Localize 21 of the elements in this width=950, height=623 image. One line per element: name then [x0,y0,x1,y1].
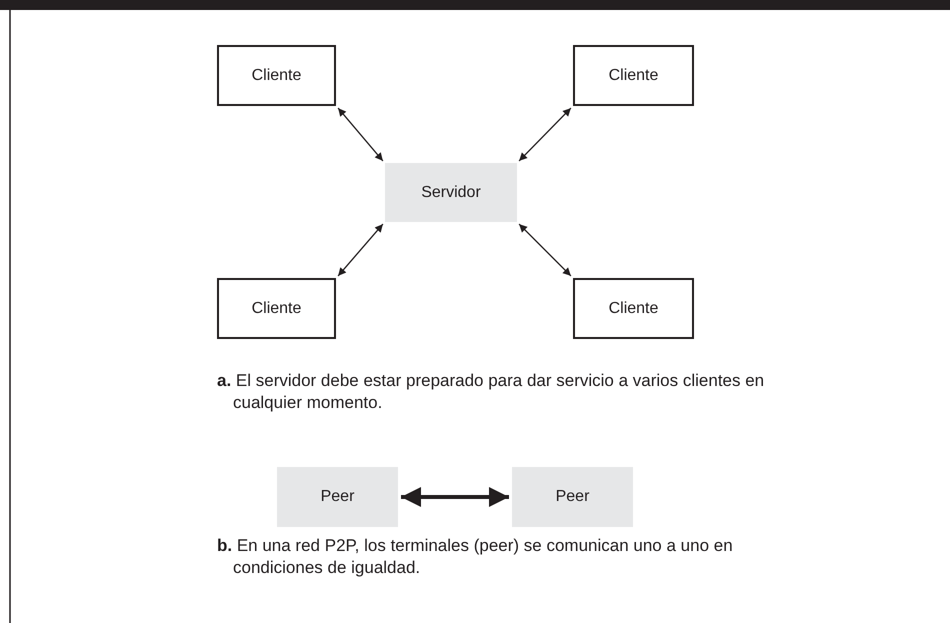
caption: a. El servidor debe estar preparado para dar servicio a varios clientes en cualquier momento. [217,370,766,414]
process-box [217,278,336,339]
double-arrow [401,487,509,507]
node-label: Cliente [608,300,658,318]
shaded-box [385,163,517,222]
process-box [217,45,336,106]
double-arrow [518,224,572,276]
caption: b. En una red P2P, los terminales (peer) se comunican uno a uno en condiciones de igualdad. [217,535,734,579]
shaded-box [277,467,398,527]
process-box [573,45,694,106]
double-arrow [518,108,572,162]
process-box [573,278,694,339]
double-arrow [338,224,384,276]
node-label: Cliente [608,66,658,84]
node-label: Peer [556,488,590,506]
node-label: Peer [320,488,354,506]
double-arrow [338,108,384,162]
node-label: Servidor [421,184,481,202]
shaded-box [512,467,633,527]
node-label: Cliente [252,300,302,318]
node-label: Cliente [252,66,302,84]
